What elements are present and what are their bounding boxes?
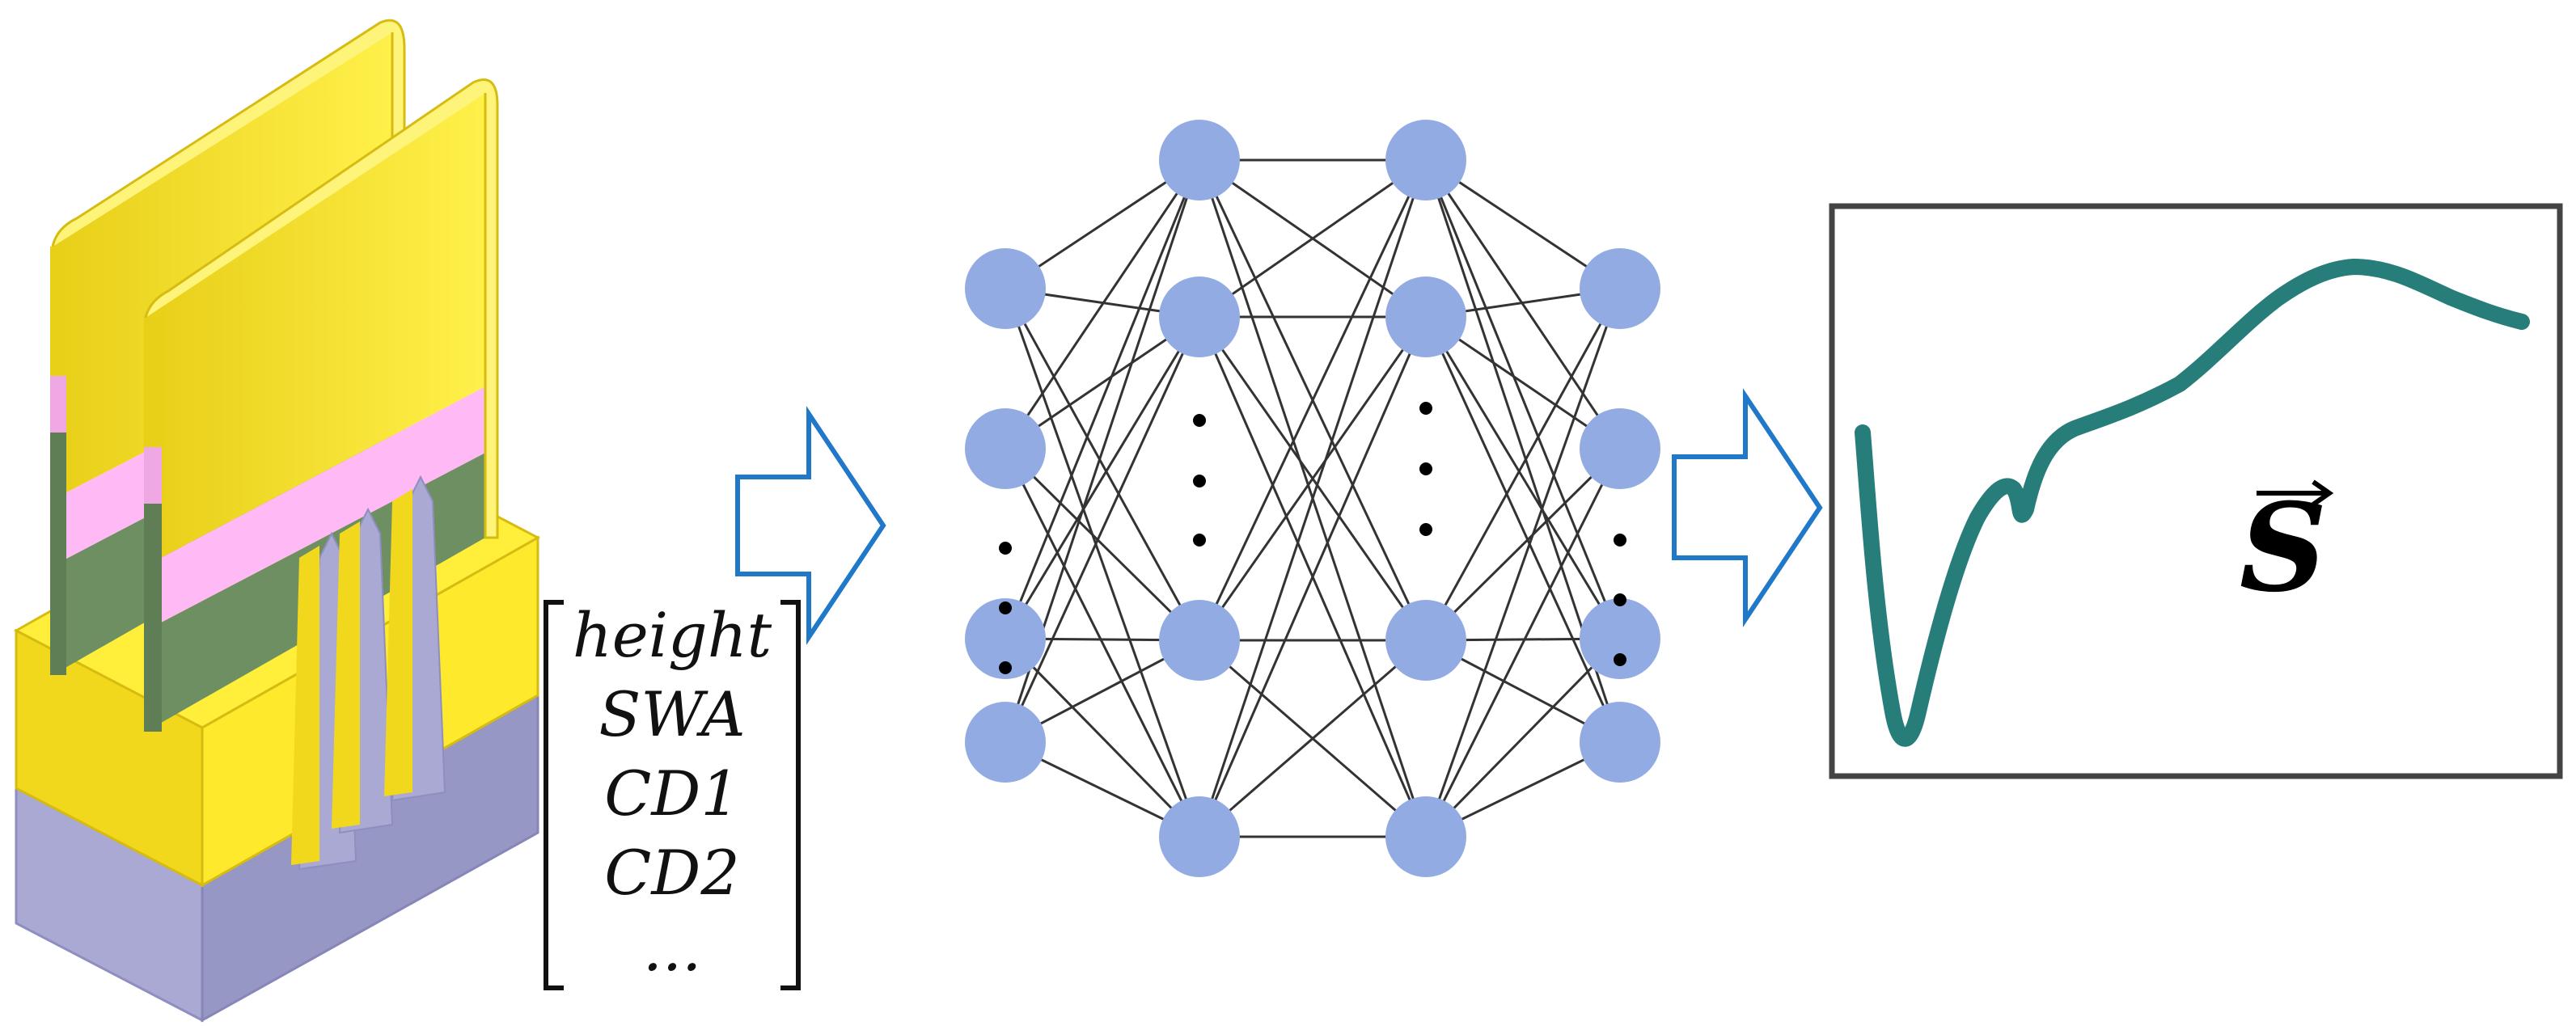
network-neurons [965,120,1660,877]
connection-line [1424,159,1622,449]
neuron-layer1-3 [965,598,1046,679]
neural-network [965,120,1660,877]
neuron-layer4-4 [1580,702,1660,783]
neuron-layer1-1 [965,248,1046,329]
connection-line [1424,316,1622,639]
ellipsis-dot-layer4-3 [1614,653,1626,666]
ellipsis-dot-layer3-1 [1419,402,1432,415]
ellipsis-dot-layer4-1 [1614,534,1626,547]
connection-line [1198,316,1428,838]
connection-line [1004,447,1201,642]
neuron-layer3-4 [1385,796,1466,877]
neuron-layer4-2 [1580,408,1660,489]
ellipsis-dot-layer1-1 [999,542,1012,555]
ellipsis-dot-layer2-3 [1193,534,1206,547]
neuron-layer3-3 [1385,600,1466,681]
output-arrow [1672,388,1823,627]
ellipsis-dot-layer2-1 [1193,414,1206,427]
connection-line [1424,447,1622,642]
neuron-layer4-3 [1580,598,1660,679]
ellipsis-dot-layer3-2 [1419,462,1432,475]
spectrum-curve [1855,259,2530,747]
network-ellipsis-dots [999,402,1626,674]
fins [291,475,446,871]
neuron-layer2-3 [1159,600,1240,681]
parameter-vector: height SWA CD1 CD2 ... [544,599,801,990]
connection-line [1004,288,1201,838]
connection-line [1424,316,1622,743]
connection-line [1424,288,1622,838]
param-height: height [573,599,772,671]
connection-line [1424,448,1622,838]
output-symbol: S [2240,477,2327,619]
neuron-layer2-2 [1159,276,1240,357]
param-cd2: CD2 [604,837,739,909]
ellipsis-dot-layer1-3 [999,661,1012,674]
connection-line [1004,288,1201,641]
connection-line [1199,158,1427,319]
network-connections [1004,158,1622,838]
connection-line [1424,288,1622,641]
connection-line [1004,316,1201,743]
vector-arrow-accent [2257,479,2334,507]
param-swa: SWA [599,678,745,750]
left-bracket [544,600,564,990]
connection-line [1004,448,1201,838]
neuron-layer3-2 [1385,276,1466,357]
ellipsis-dot-layer3-3 [1419,523,1432,536]
neuron-layer1-4 [965,702,1046,783]
neuron-layer4-1 [1580,248,1660,329]
neuron-layer2-4 [1159,796,1240,877]
connection-line [1004,159,1201,639]
input-arrow [735,406,886,645]
connection-line [1199,639,1427,838]
ellipsis-dot-layer1-2 [999,601,1012,614]
connection-line [1004,159,1201,449]
spectrum-frame [1829,203,2563,779]
param-cd1: CD1 [604,758,739,829]
connection-line [1424,637,1622,838]
connection-line [1198,159,1428,641]
connection-line [1424,159,1622,639]
right-bracket [780,600,801,990]
param-ellipsis: ... [643,913,701,985]
device-structure-illustration [13,19,541,1023]
connection-line [1198,316,1428,641]
neuron-layer2-1 [1159,120,1240,200]
ellipsis-dot-layer2-2 [1193,475,1206,487]
connection-line [1198,159,1428,838]
neuron-layer3-1 [1385,120,1466,200]
spectrum-panel: S [1829,203,2563,779]
ellipsis-dot-layer4-2 [1614,593,1626,606]
connection-line [1004,316,1201,639]
neuron-layer1-2 [965,408,1046,489]
